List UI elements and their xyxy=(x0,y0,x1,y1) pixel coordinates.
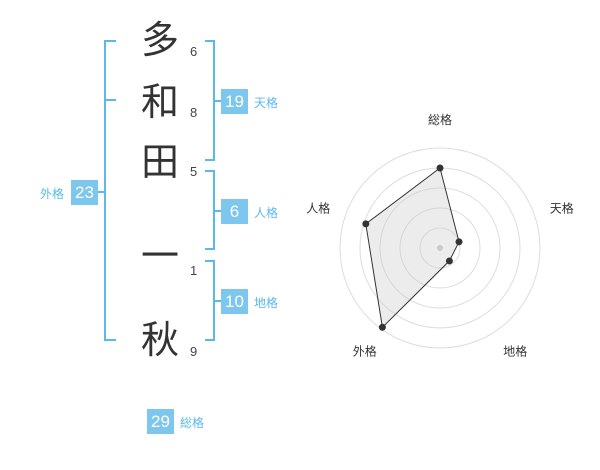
gaikaku-bracket-bottom xyxy=(104,339,116,341)
name-char: 田 xyxy=(140,140,179,184)
chikaku-bracket-bottom xyxy=(205,339,215,341)
name-char: 一 xyxy=(140,234,179,278)
jinkaku-bracket-tick xyxy=(213,210,221,212)
tenkaku-bracket-tick xyxy=(213,100,221,102)
radar-series-polygon xyxy=(365,167,460,329)
radar-point-2 xyxy=(445,257,453,265)
chikaku-label: 地格 xyxy=(254,296,279,310)
stroke-count: 9 xyxy=(190,344,198,359)
gaikaku-bracket-vertical xyxy=(104,40,106,341)
stroke-count: 1 xyxy=(190,263,198,278)
stroke-count: 8 xyxy=(190,105,198,120)
gaikaku-badge: 23 xyxy=(71,180,98,205)
stroke-count: 5 xyxy=(190,164,198,179)
radar-axis-label: 人格 xyxy=(306,200,330,215)
tenkaku-bracket-top xyxy=(205,40,215,42)
gaikaku-label: 外格 xyxy=(40,187,65,201)
gaikaku-bracket-mid xyxy=(104,99,116,101)
name-char: 多 xyxy=(140,18,179,62)
radar-ring xyxy=(399,207,481,289)
chikaku-bracket-top xyxy=(205,260,215,262)
name-char: 秋 xyxy=(140,318,179,362)
gaikaku-bracket-tick xyxy=(98,191,106,193)
name-char: 和 xyxy=(140,80,179,124)
radar-axis-label: 地格 xyxy=(503,344,527,359)
tenkaku-badge: 19 xyxy=(221,89,248,114)
radar-center xyxy=(437,245,443,251)
chikaku-badge: 10 xyxy=(221,289,248,314)
jinkaku-bracket-top xyxy=(205,170,215,172)
radar-ring xyxy=(379,187,501,309)
tenkaku-label: 天格 xyxy=(254,96,279,110)
chikaku-bracket-tick xyxy=(213,300,221,302)
gaikaku-bracket-top xyxy=(104,40,116,42)
radar-axis-label: 総格 xyxy=(428,112,452,127)
jinkaku-badge: 6 xyxy=(221,199,248,224)
radar-axis-label: 天格 xyxy=(550,200,574,215)
jinkaku-label: 人格 xyxy=(254,206,279,220)
tenkaku-bracket-bottom xyxy=(205,159,215,161)
jinkaku-bracket-bottom xyxy=(205,248,215,250)
radar-axis-label: 外格 xyxy=(353,344,377,359)
soukaku-label: 総格 xyxy=(180,416,205,430)
radar-point-1 xyxy=(455,238,463,246)
stroke-count: 6 xyxy=(190,44,198,59)
soukaku-badge: 29 xyxy=(147,409,174,434)
radar-ring xyxy=(339,147,541,349)
radar-ring xyxy=(419,227,461,269)
radar-point-0 xyxy=(436,164,444,172)
radar-point-3 xyxy=(378,323,386,331)
radar-point-4 xyxy=(362,220,370,228)
